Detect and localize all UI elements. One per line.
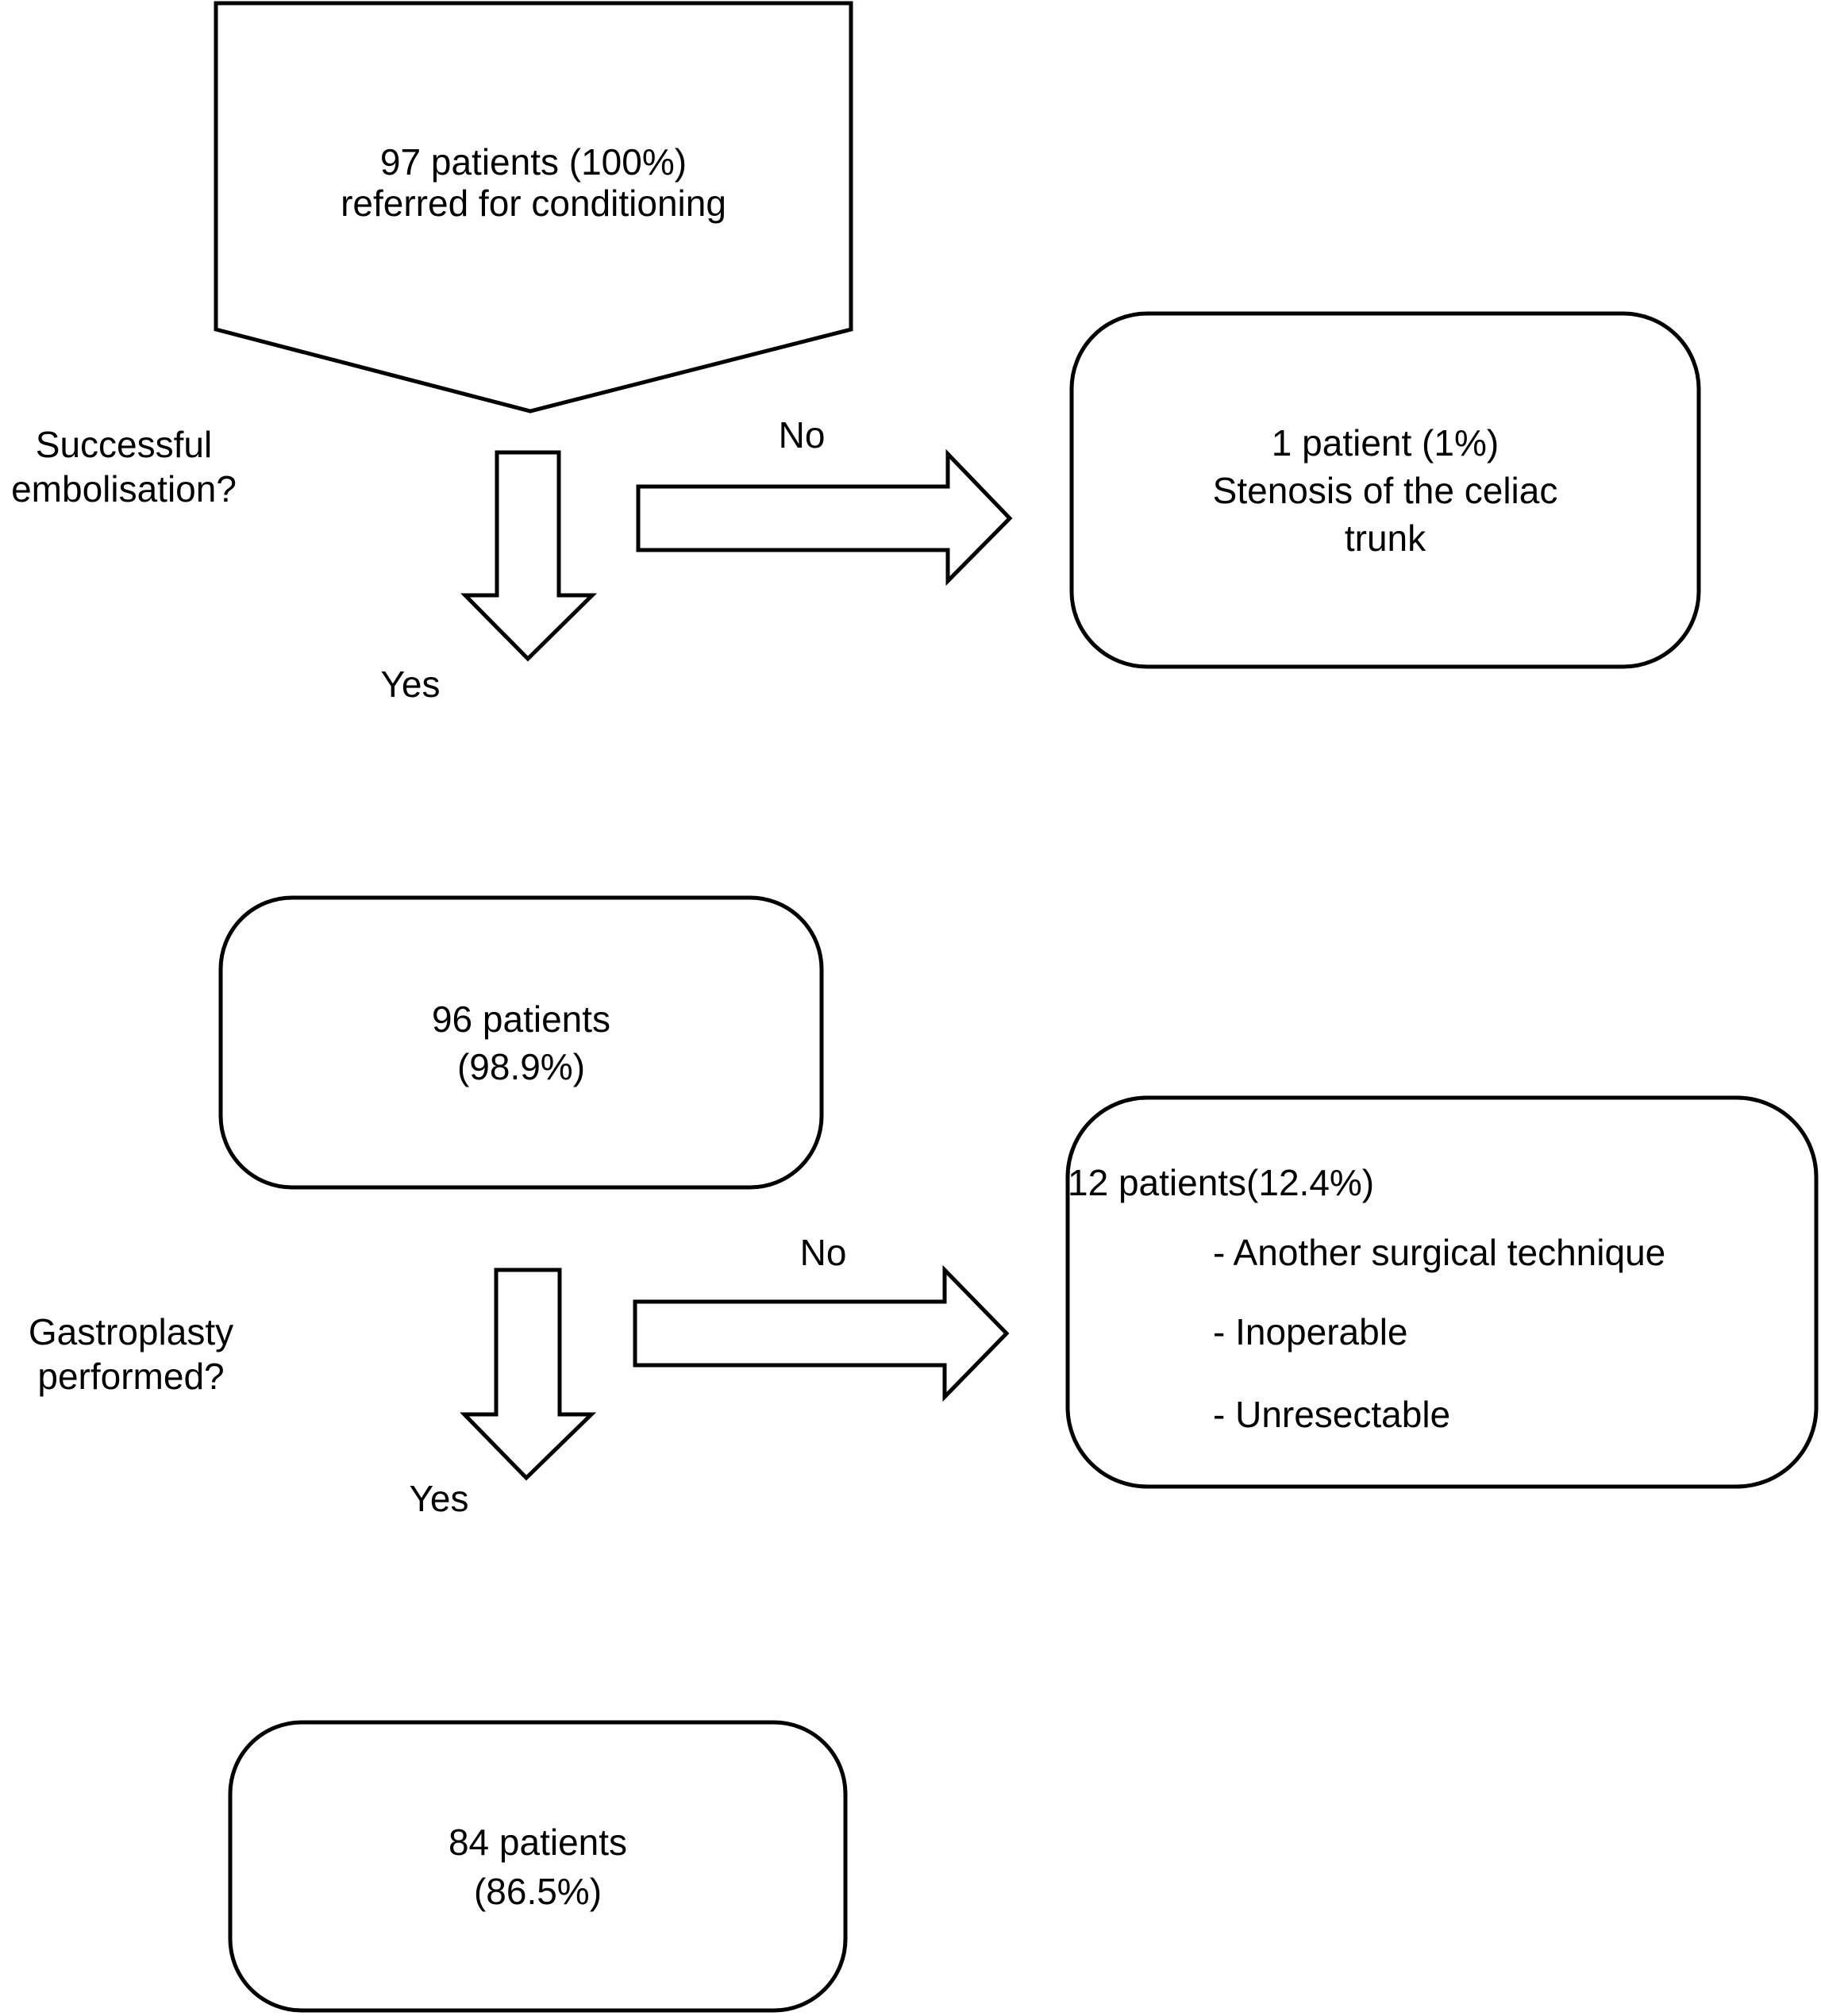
down-arrow-embolisation-yes-icon [460,450,598,662]
node-gastroplasty-text: 84 patients (86.5%) [448,1821,628,1912]
node-no-gastroplasty-title: 12 patients(12.4%) [1068,1162,1375,1203]
branch-label-gastroplasty-no: No [799,1232,847,1273]
node-no-gastroplasty-item: - Unresectable [1213,1394,1451,1435]
right-arrow-gastroplasty-no-icon [633,1264,1010,1402]
question-gastroplasty-label: Gastroplasty performed? [28,1311,234,1397]
stenosis-box-shape [1069,311,1701,669]
node-referred-text: 97 patients (100%) referred for conditio… [341,141,726,224]
no-gastroplasty-box-shape [1065,1095,1819,1489]
branch-label-embolisation-no: No [778,414,826,456]
right-arrow-embolisation-no-icon [636,448,1013,587]
branch-label-embolisation-yes: Yes [380,664,441,705]
branch-label-gastroplasty-yes: Yes [409,1478,469,1519]
gastroplasty-box-shape [228,1720,848,2013]
embolised-box-shape [218,895,824,1190]
question-embolisation-label: Successful embolisation? [11,424,237,510]
node-no-gastroplasty-item: - Another surgical technique [1213,1232,1666,1273]
node-no-gastroplasty-item: - Inoperable [1213,1311,1408,1352]
referred-pentagon-shape [214,1,853,414]
down-arrow-gastroplasty-yes-icon [460,1268,597,1481]
node-embolised-text: 96 patients (98.9%) [431,998,611,1087]
node-stenosis-text: 1 patient (1%) Stenosis of the celiac tr… [1212,421,1558,559]
